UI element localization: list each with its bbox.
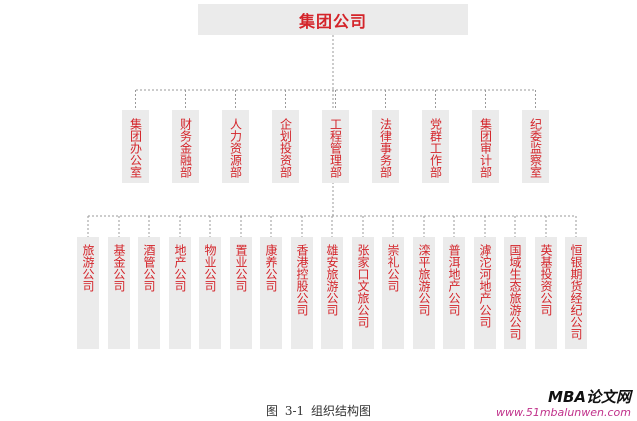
sub-box-5: 物业公司 bbox=[199, 237, 221, 349]
sub-box-8: 香港控股公司 bbox=[291, 237, 313, 349]
dept-label: 集团办公室 bbox=[128, 118, 143, 178]
org-root-label: 集团公司 bbox=[298, 11, 367, 31]
sub-box-2: 基金公司 bbox=[108, 237, 130, 349]
sub-box-15: 国域生态旅游公司 bbox=[504, 237, 526, 349]
dept-box-8: 集团审计部 bbox=[472, 110, 499, 183]
dept-box-9: 纪委监察室 bbox=[522, 110, 549, 183]
sub-box-14: 滹沱河地产公司 bbox=[474, 237, 496, 349]
sub-box-13: 普洱地产公司 bbox=[443, 237, 465, 349]
sub-label: 国域生态旅游公司 bbox=[508, 244, 522, 340]
dept-box-3: 人力资源部 bbox=[222, 110, 249, 183]
sub-label: 恒银期货经纪公司 bbox=[569, 244, 583, 340]
sub-box-1: 旅游公司 bbox=[77, 237, 99, 349]
sub-label: 雄安旅游公司 bbox=[325, 244, 339, 316]
sub-label: 崇礼公司 bbox=[386, 244, 400, 292]
sub-box-12: 滦平旅游公司 bbox=[413, 237, 435, 349]
sub-box-9: 雄安旅游公司 bbox=[321, 237, 343, 349]
sub-box-7: 康养公司 bbox=[260, 237, 282, 349]
dept-label: 集团审计部 bbox=[478, 118, 493, 178]
sub-label: 香港控股公司 bbox=[295, 244, 309, 316]
dept-label: 人力资源部 bbox=[228, 118, 243, 178]
dept-label: 纪委监察室 bbox=[528, 118, 543, 178]
sub-box-10: 张家口文旅公司 bbox=[352, 237, 374, 349]
sub-box-16: 英基投资公司 bbox=[535, 237, 557, 349]
sub-label: 普洱地产公司 bbox=[447, 244, 461, 316]
org-root-box: 集团公司 bbox=[198, 4, 468, 35]
sub-label: 英基投资公司 bbox=[539, 244, 553, 316]
dept-box-6: 法律事务部 bbox=[372, 110, 399, 183]
sub-label: 基金公司 bbox=[112, 244, 126, 292]
dept-label: 工程管理部 bbox=[328, 118, 343, 178]
watermark-url: www.51mbalunwen.com bbox=[496, 406, 631, 419]
sub-box-3: 酒管公司 bbox=[138, 237, 160, 349]
sub-label: 滦平旅游公司 bbox=[417, 244, 431, 316]
figure-caption: 图 3-1 组织结构图 bbox=[266, 404, 371, 418]
sub-label: 康养公司 bbox=[264, 244, 278, 292]
dept-label: 财务金融部 bbox=[178, 118, 193, 178]
sub-box-4: 地产公司 bbox=[169, 237, 191, 349]
sub-label: 置业公司 bbox=[234, 244, 248, 292]
sub-box-6: 置业公司 bbox=[230, 237, 252, 349]
sub-label: 地产公司 bbox=[173, 244, 187, 292]
dept-box-7: 党群工作部 bbox=[422, 110, 449, 183]
sub-label: 张家口文旅公司 bbox=[356, 244, 370, 328]
sub-label: 酒管公司 bbox=[142, 244, 156, 292]
sub-box-17: 恒银期货经纪公司 bbox=[565, 237, 587, 349]
dept-label: 法律事务部 bbox=[378, 118, 393, 178]
watermark-logo: MBA论文网 bbox=[548, 388, 631, 406]
dept-label: 企划投资部 bbox=[278, 118, 293, 178]
sub-label: 滹沱河地产公司 bbox=[478, 244, 492, 328]
dept-box-2: 财务金融部 bbox=[172, 110, 199, 183]
dept-box-1: 集团办公室 bbox=[122, 110, 149, 183]
sub-label: 旅游公司 bbox=[81, 244, 95, 292]
dept-box-5: 工程管理部 bbox=[322, 110, 349, 183]
sub-box-11: 崇礼公司 bbox=[382, 237, 404, 349]
dept-label: 党群工作部 bbox=[428, 118, 443, 178]
dept-box-4: 企划投资部 bbox=[272, 110, 299, 183]
sub-label: 物业公司 bbox=[203, 244, 217, 292]
